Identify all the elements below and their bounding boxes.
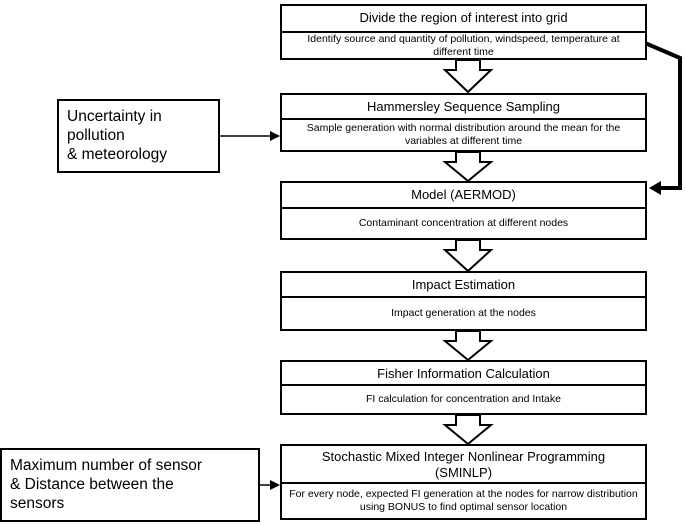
step-description: Impact generation at the nodes	[391, 307, 536, 319]
uncertainty-line: & meteorology	[67, 146, 167, 163]
constraints-arrowhead	[270, 480, 280, 490]
step-title: Impact Estimation	[282, 273, 645, 298]
down-arrow-1-2	[442, 59, 494, 94]
step-title: Model (AERMOD)	[282, 183, 645, 209]
uncertainty-line: pollution	[67, 127, 125, 144]
constraints-line: sensors	[10, 495, 65, 512]
down-arrow-2-3	[442, 151, 494, 183]
bypass-arrowhead	[649, 181, 661, 195]
constraints-line: & Distance between the	[10, 476, 174, 493]
uncertainty-input-box: Uncertainty in pollution & meteorology	[57, 99, 220, 173]
step-description: For every node, expected FI generation a…	[289, 488, 638, 513]
step-title: Hammersley Sequence Sampling	[282, 95, 645, 120]
constraints-input-box: Maximum number of sensor & Distance betw…	[0, 448, 260, 522]
step-hammersley-sampling: Hammersley Sequence Sampling Sample gene…	[280, 93, 647, 152]
down-arrow-5-6	[442, 414, 494, 446]
down-arrow-4-5	[442, 330, 494, 362]
step-impact-estimation: Impact Estimation Impact generation at t…	[280, 271, 647, 331]
step-description: Sample generation with normal distributi…	[306, 122, 621, 147]
down-arrow-3-4	[442, 239, 494, 273]
step-fisher-information: Fisher Information Calculation FI calcul…	[280, 360, 647, 415]
step-sminlp-optimization: Stochastic Mixed Integer Nonlinear Progr…	[280, 444, 647, 520]
step-aermod-model: Model (AERMOD) Contaminant concentration…	[280, 181, 647, 240]
step-description: Identify source and quantity of pollutio…	[307, 32, 620, 58]
step-title: Stochastic Mixed Integer Nonlinear Progr…	[282, 446, 645, 484]
step-description: Contaminant concentration at different n…	[358, 217, 569, 229]
step-description: FI calculation for concentration and Int…	[366, 393, 561, 405]
constraints-line: Maximum number of sensor	[10, 457, 203, 474]
step-grid-division: Divide the region of interest into grid …	[280, 4, 647, 60]
uncertainty-arrowhead	[270, 131, 280, 141]
uncertainty-line: Uncertainty in	[67, 108, 162, 125]
bypass-connector	[644, 41, 682, 190]
step-title: Divide the region of interest into grid	[282, 6, 645, 33]
step-title: Fisher Information Calculation	[282, 362, 645, 386]
